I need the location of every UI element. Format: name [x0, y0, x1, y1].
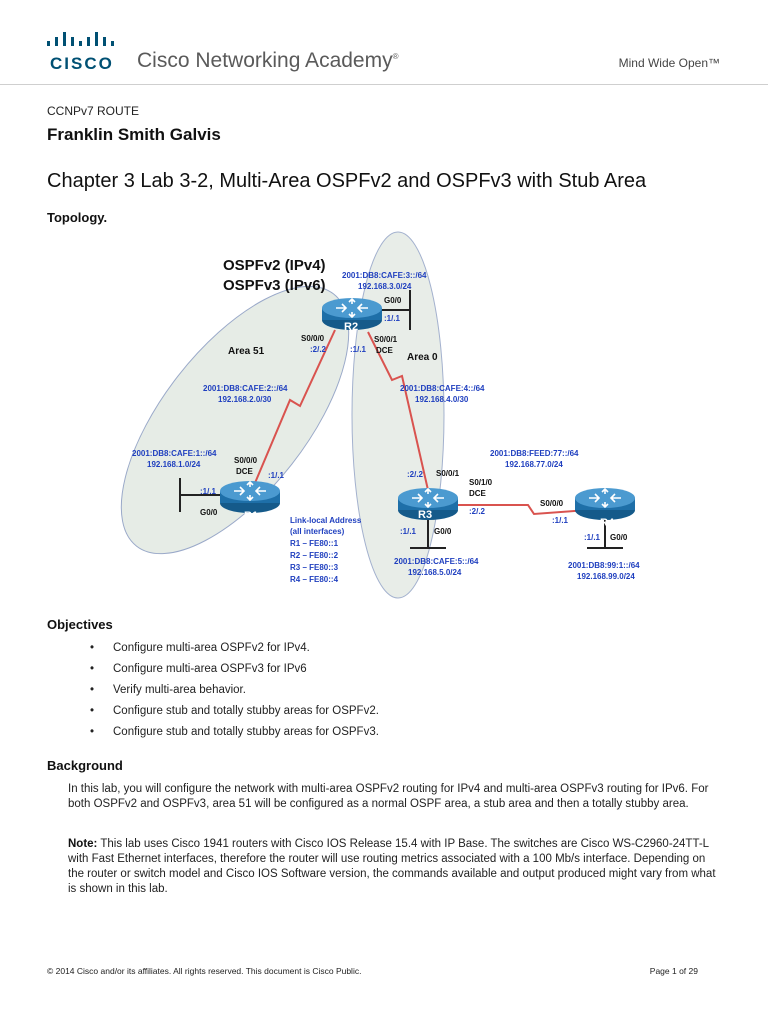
diagram-title-ospfv3: OSPFv3 (IPv6) — [223, 277, 326, 294]
r4-label: R4 — [600, 517, 615, 529]
r4-lan-ipv4: 192.168.99.0/24 — [577, 572, 635, 581]
r2-lan-ipv4: 192.168.3.0/24 — [358, 282, 412, 291]
bullet: • — [90, 705, 95, 717]
ll-subtitle: (all interfaces) — [290, 527, 345, 536]
note-label: Note: — [68, 838, 98, 850]
topology-diagram: R2 R1 R3 R4 OSPFv2 (IPv4) OSPFv3 (IPv6) … — [120, 231, 640, 599]
link-r2-r3-ipv6: 2001:DB8:CAFE:4::/64 — [400, 384, 485, 393]
r2-s001-label: S0/0/1 — [374, 335, 398, 344]
r1-g00-addr: :1/.1 — [200, 487, 217, 496]
page-header: CISCO Cisco Networking Academy® Mind Wid… — [0, 0, 768, 86]
r1-label: R1 — [244, 510, 258, 522]
header-divider — [0, 84, 768, 85]
ll-title: Link-local Address — [290, 516, 362, 525]
academy-name: Cisco Networking Academy® — [137, 49, 399, 72]
author-name: Franklin Smith Galvis — [47, 125, 221, 144]
r3-label: R3 — [418, 509, 432, 521]
r4-s000-label: S0/0/0 — [540, 499, 564, 508]
link-r1-r2-ipv4: 192.168.2.0/30 — [218, 395, 272, 404]
note-paragraph: Note: This lab uses Cisco 1941 routers w… — [68, 838, 716, 895]
r3-s001-addr: :2/.2 — [407, 470, 424, 479]
cisco-logo-icon — [47, 32, 114, 46]
link-r3-r4-ipv4: 192.168.77.0/24 — [505, 460, 563, 469]
serial-link-r2-r3 — [367, 331, 429, 491]
r1-s000-dce: DCE — [236, 467, 254, 476]
r4-g00-label: G0/0 — [610, 533, 628, 542]
serial-link-r1-r2 — [251, 329, 336, 491]
list-item: •Configure stub and totally stubby areas… — [90, 705, 379, 717]
r2-label: R2 — [344, 321, 358, 333]
r2-g00-label: G0/0 — [384, 296, 402, 305]
r1-s000-addr: :1/.1 — [268, 471, 285, 480]
r4-g00-addr: :1/.1 — [584, 533, 601, 542]
r2-s000-label: S0/0/0 — [301, 334, 325, 343]
document-title: Chapter 3 Lab 3-2, Multi-Area OSPFv2 and… — [47, 170, 647, 192]
area-51-region — [120, 285, 350, 555]
ll-r3: R3 – FE80::3 — [290, 563, 339, 572]
copyright-notice: © 2014 Cisco and/or its affiliates. All … — [47, 966, 362, 976]
router-r1-icon — [219, 480, 281, 514]
r3-lan-ipv4: 192.168.5.0/24 — [408, 568, 462, 577]
r3-g00-label: G0/0 — [434, 527, 452, 536]
list-item: •Configure multi-area OSPFv2 for IPv4. — [90, 642, 310, 654]
r3-g00-addr: :1/.1 — [400, 527, 417, 536]
course-name: CCNPv7 ROUTE — [47, 104, 140, 118]
r3-s001-label: S0/0/1 — [436, 469, 460, 478]
bullet: • — [90, 642, 95, 654]
r1-s000-label: S0/0/0 — [234, 456, 258, 465]
r2-s000-addr: :2/.2 — [310, 345, 327, 354]
r2-s001-addr: :1/.1 — [350, 345, 367, 354]
background-paragraph: In this lab, you will configure the netw… — [68, 783, 709, 810]
ll-r4: R4 – FE80::4 — [290, 575, 339, 584]
bullet: • — [90, 663, 95, 675]
diagram-title-ospfv2: OSPFv2 (IPv4) — [223, 257, 326, 274]
tagline: Mind Wide Open™ — [618, 56, 720, 70]
router-r4-icon — [574, 487, 636, 521]
serial-link-r3-r4 — [445, 504, 589, 516]
cisco-logo-text: CISCO — [50, 54, 114, 73]
objectives-list: •Configure multi-area OSPFv2 for IPv4. •… — [90, 642, 710, 747]
r3-s010-addr: :2/.2 — [469, 507, 486, 516]
r1-g00-label: G0/0 — [200, 508, 218, 517]
list-item: •Verify multi-area behavior. — [90, 684, 246, 696]
list-item: •Configure multi-area OSPFv3 for IPv6 — [90, 663, 307, 675]
r1-lan-ipv6: 2001:DB8:CAFE:1::/64 — [132, 449, 217, 458]
r3-s010-dce: DCE — [469, 489, 487, 498]
ll-r2: R2 – FE80::2 — [290, 551, 339, 560]
r3-lan-ipv6: 2001:DB8:CAFE:5::/64 — [394, 557, 479, 566]
link-r3-r4-ipv6: 2001:DB8:FEED:77::/64 — [490, 449, 579, 458]
objectives-heading: Objectives — [47, 617, 113, 632]
r4-lan-ipv6: 2001:DB8:99:1::/64 — [568, 561, 640, 570]
list-item: •Configure stub and totally stubby areas… — [90, 726, 379, 738]
page-number: Page 1 of 29 — [649, 966, 698, 976]
r3-s010-label: S0/1/0 — [469, 478, 493, 487]
ll-r1: R1 – FE80::1 — [290, 539, 339, 548]
area-0-label: Area 0 — [407, 352, 438, 363]
background-heading: Background — [47, 758, 123, 773]
area-51-label: Area 51 — [228, 346, 265, 357]
r2-s001-dce: DCE — [376, 346, 394, 355]
topology-heading: Topology. — [47, 210, 108, 225]
bullet: • — [90, 684, 95, 696]
link-r2-r3-ipv4: 192.168.4.0/30 — [415, 395, 469, 404]
r1-lan-ipv4: 192.168.1.0/24 — [147, 460, 201, 469]
bullet: • — [90, 726, 95, 738]
link-r1-r2-ipv6: 2001:DB8:CAFE:2::/64 — [203, 384, 288, 393]
r2-lan-ipv6: 2001:DB8:CAFE:3::/64 — [342, 271, 427, 280]
r2-g00-addr: :1/.1 — [384, 314, 401, 323]
r4-s000-addr: :1/.1 — [552, 516, 569, 525]
